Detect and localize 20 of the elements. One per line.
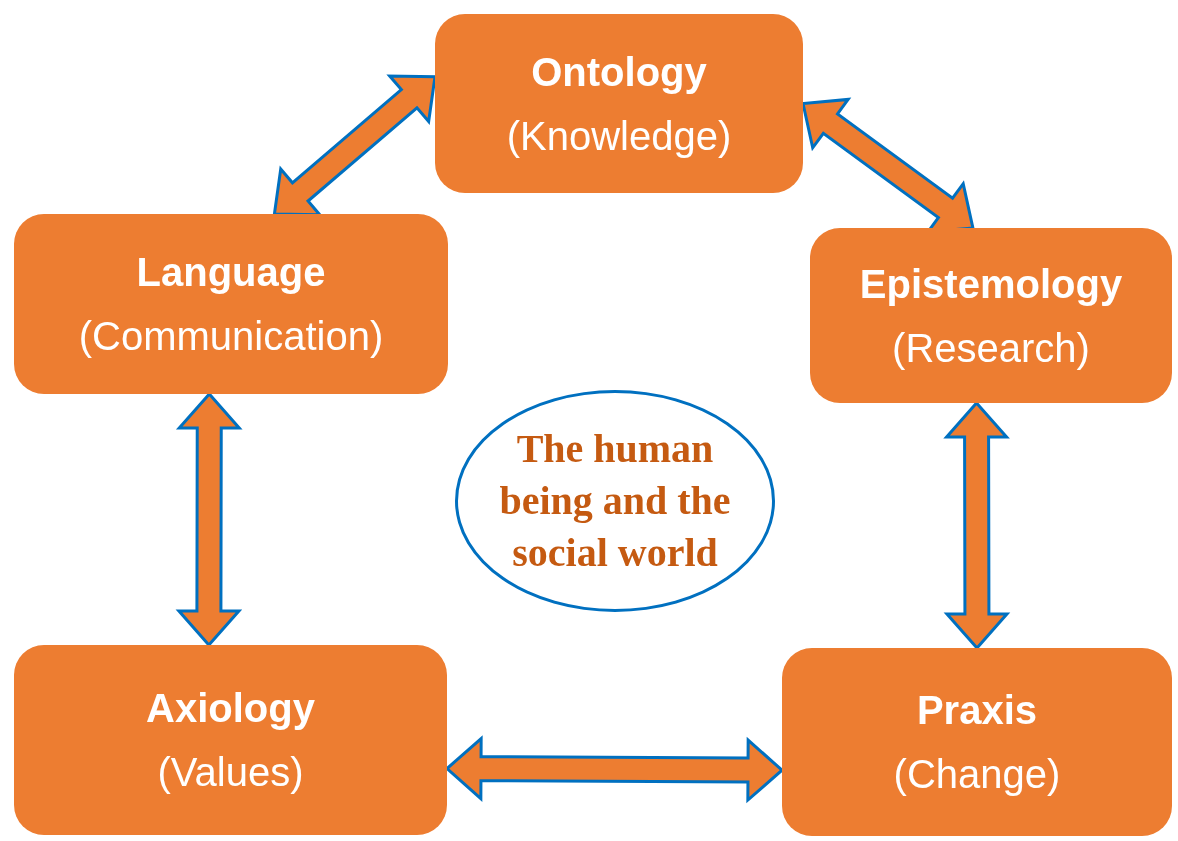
- box-title: Ontology: [531, 48, 707, 96]
- box-subtitle: (Knowledge): [506, 112, 732, 160]
- box-title: Language: [136, 249, 326, 296]
- double-block-arrow: [444, 735, 785, 804]
- box-subtitle: (Communication): [78, 313, 384, 360]
- concept-box: [435, 14, 803, 193]
- concept-box: [14, 214, 448, 394]
- box-subtitle: (Change): [893, 751, 1061, 798]
- box-title: Epistemology: [859, 260, 1123, 308]
- concept-box: [14, 645, 447, 835]
- concept-box: [782, 648, 1172, 836]
- box-title: Axiology: [146, 685, 315, 732]
- double-block-arrow: [943, 400, 1011, 651]
- double-block-arrow: [272, 74, 437, 217]
- box-subtitle: (Research): [892, 324, 1090, 372]
- box-subtitle: (Values): [157, 749, 304, 796]
- box-title: Praxis: [916, 687, 1038, 734]
- double-block-arrow: [175, 391, 243, 648]
- center-text: The human being and the social world: [498, 425, 732, 577]
- concept-box: [810, 228, 1172, 403]
